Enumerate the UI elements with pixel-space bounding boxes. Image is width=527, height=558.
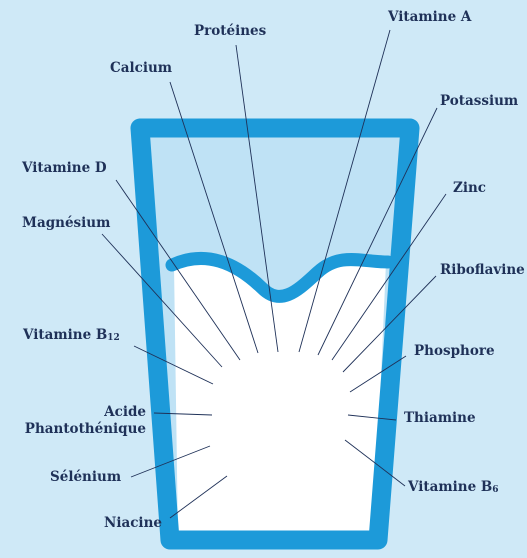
label-acide-phantothenique: Acide Phantothénique — [20, 404, 146, 438]
label-magnesium: Magnésium — [22, 215, 110, 232]
label-potassium: Potassium — [440, 93, 518, 110]
label-thiamine: Thiamine — [404, 410, 476, 427]
label-vitamine-b12-base: Vitamine B — [23, 327, 107, 343]
label-vitamine-b6-sub: 6 — [492, 485, 498, 495]
label-vitamine-d: Vitamine D — [22, 160, 107, 177]
label-riboflavine: Riboflavine — [440, 262, 525, 279]
label-vitamine-b6-base: Vitamine B — [408, 479, 492, 495]
label-acide-line1: Acide — [20, 404, 146, 421]
label-vitamine-b6: Vitamine B6 — [408, 479, 499, 499]
label-niacine: Niacine — [104, 515, 162, 532]
label-vitamine-b12: Vitamine B12 — [23, 327, 120, 347]
label-phosphore: Phosphore — [414, 343, 495, 360]
label-calcium: Calcium — [110, 60, 172, 77]
label-acide-line2: Phantothénique — [20, 421, 146, 438]
label-proteines: Protéines — [194, 23, 266, 40]
label-vitamine-b12-sub: 12 — [107, 333, 120, 343]
label-vitamine-a: Vitamine A — [388, 9, 471, 26]
label-selenium: Sélénium — [50, 469, 121, 486]
label-zinc: Zinc — [453, 180, 486, 197]
